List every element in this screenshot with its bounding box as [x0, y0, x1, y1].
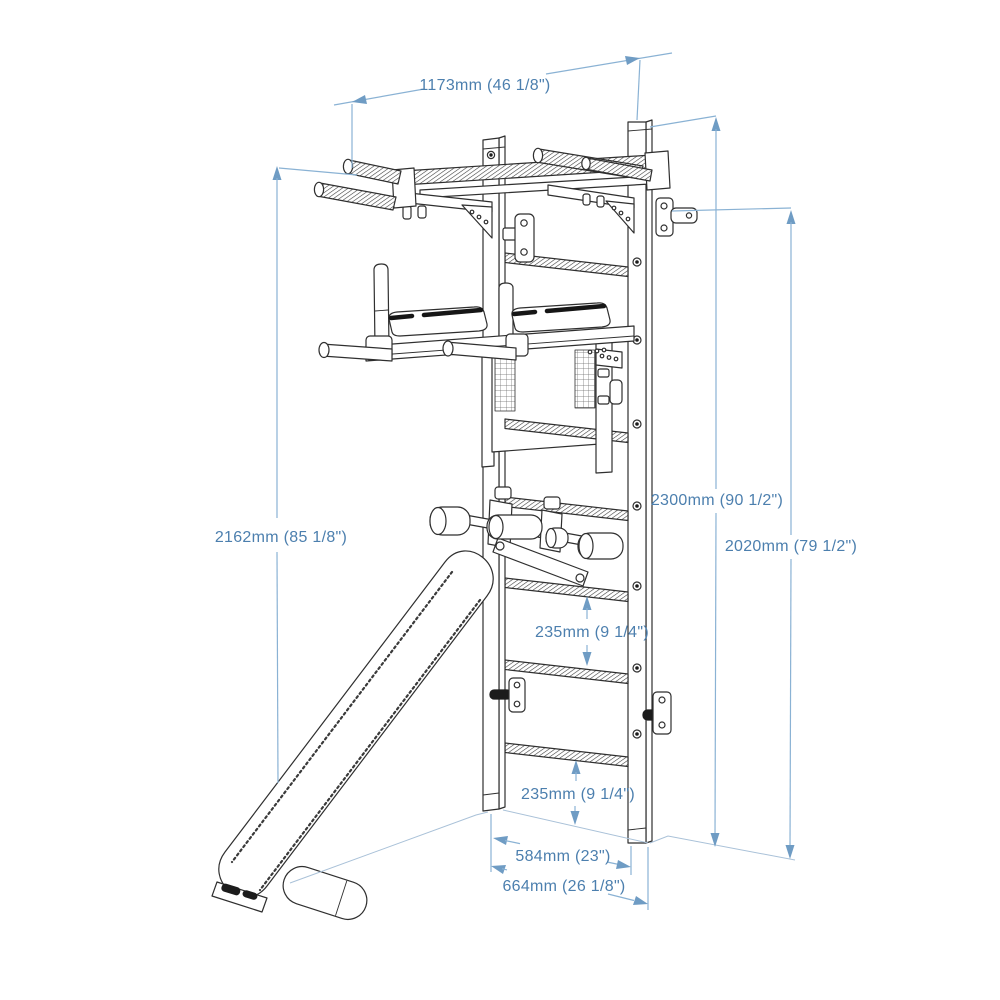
- bench-roller: [282, 865, 368, 921]
- pullup-grip: [316, 182, 397, 211]
- dimension-rung-spacing-lower: 235mm (9 1/4"): [521, 760, 635, 825]
- dimension-base-depth-outer: 664mm (26 1/8"): [491, 847, 649, 910]
- dimension-grip-height: 2162mm (85 1/8"): [215, 166, 358, 784]
- leg-roller: [486, 514, 543, 540]
- dip-handle: [442, 340, 517, 361]
- ladder-rungs: [504, 252, 629, 768]
- dimension-total-height: 2300mm (90 1/2"): [649, 115, 783, 847]
- dim-label-total-height: 2300mm (90 1/2"): [651, 492, 783, 509]
- dimension-top-width: 1173mm (46 1/8"): [333, 52, 673, 168]
- dim-label-rung-spacing-lower: 235mm (9 1/4"): [521, 786, 635, 803]
- ladder-left-rail: [482, 135, 506, 812]
- wall-bracket-upper-left: [502, 213, 535, 263]
- dim-label-bracket-height: 2020mm (79 1/2"): [725, 538, 857, 555]
- wall-bracket-lower-right: [642, 691, 672, 735]
- dip-station: [318, 263, 635, 474]
- dim-label-base-depth-inner: 584mm (23"): [515, 848, 610, 865]
- leg-roller: [545, 527, 569, 549]
- dimension-bracket-height: 2020mm (79 1/2"): [671, 207, 857, 859]
- dip-handle: [318, 341, 393, 362]
- folding-arm: [492, 537, 589, 587]
- bench-board: [218, 550, 494, 898]
- bench-hook-carriage: [429, 486, 624, 587]
- situp-bench: [211, 550, 494, 921]
- dim-label-base-depth-outer: 664mm (26 1/8"): [502, 878, 625, 895]
- wall-bracket-lower-left: [489, 677, 526, 713]
- leg-roller: [577, 532, 624, 560]
- pullup-grip: [345, 159, 402, 185]
- leg-roller: [429, 506, 471, 536]
- armrest-pad: [388, 306, 488, 337]
- floor-projection-lines: [289, 809, 796, 884]
- dimension-rung-spacing-upper: 235mm (9 1/4"): [535, 596, 649, 666]
- dimensions: 1173mm (46 1/8") 2162mm (85 1/8") 2300mm…: [215, 52, 857, 910]
- dim-label-rung-spacing-upper: 235mm (9 1/4"): [535, 624, 649, 641]
- pullup-bar-assembly: [313, 147, 671, 239]
- dim-label-top-width: 1173mm (46 1/8"): [419, 77, 550, 94]
- wall-bracket-upper-right: [655, 197, 698, 237]
- dimension-base-depth-inner: 584mm (23"): [490, 814, 632, 875]
- dim-label-grip-height: 2162mm (85 1/8"): [215, 529, 347, 546]
- rung: [504, 742, 629, 768]
- rung: [504, 577, 629, 603]
- armrest-pad: [511, 302, 611, 333]
- ladder-right-rail: [627, 119, 653, 844]
